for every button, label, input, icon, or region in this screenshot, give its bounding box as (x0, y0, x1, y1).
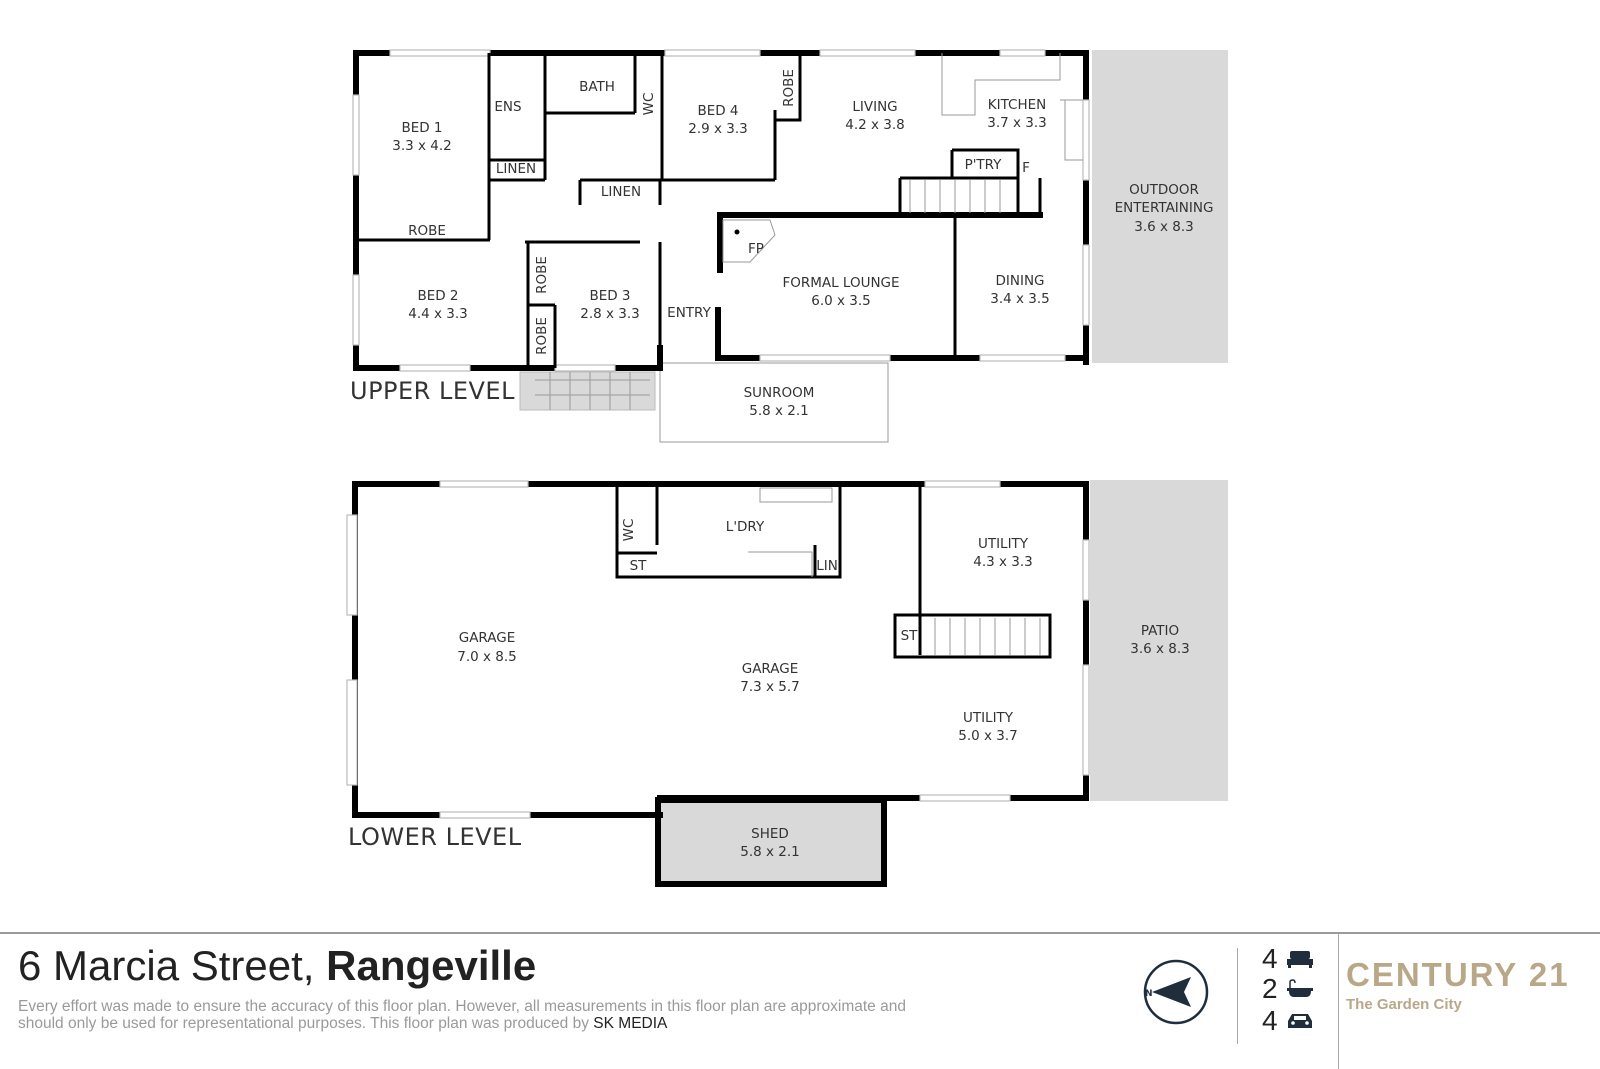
room-bed4-name: BED 4 (697, 103, 738, 119)
room-bed2-size: 4.4 x 3.3 (408, 306, 468, 322)
entry-steps (519, 371, 656, 411)
room-kitchen-size: 3.7 x 3.3 (987, 115, 1047, 131)
disclaimer: Every effort was made to ensure the accu… (18, 998, 908, 1032)
room-shed-size: 5.8 x 2.1 (740, 844, 800, 860)
room-bed1-name: BED 1 (401, 120, 442, 136)
room-pantry: P'TRY (965, 157, 1003, 173)
car-icon (1287, 1014, 1312, 1028)
room-bed2-robe: ROBE (534, 317, 550, 355)
room-bed1-robe: ROBE (408, 223, 446, 239)
room-shed-name: SHED (751, 826, 789, 842)
baths-stat: 2 (1262, 973, 1314, 1004)
bed-icon (1286, 951, 1313, 968)
room-utility1-size: 4.3 x 3.3 (973, 554, 1033, 570)
brand-name: CENTURY 21 (1346, 956, 1570, 993)
disclaimer-text: Every effort was made to ensure the accu… (18, 998, 906, 1032)
room-utility2-name: UTILITY (963, 710, 1014, 726)
room-lower-st2: ST (901, 628, 919, 644)
room-bed4-robe: ROBE (781, 69, 797, 107)
room-garage1-size: 7.0 x 8.5 (457, 649, 517, 665)
upper-level-plan: UPPER LEVEL BED 1 3.3 x 4.2 ENS BATH WC … (350, 49, 1228, 443)
room-garage2-name: GARAGE (742, 661, 799, 677)
room-living-name: LIVING (852, 99, 897, 115)
room-patio-name: PATIO (1141, 623, 1179, 639)
room-kitchen-name: KITCHEN (988, 97, 1047, 113)
room-dining-size: 3.4 x 3.5 (990, 291, 1050, 307)
sunroom-outline (659, 362, 889, 443)
room-lower-st1: ST (630, 558, 648, 574)
room-fridge: F (1022, 160, 1030, 176)
room-bed4-size: 2.9 x 3.3 (688, 121, 748, 137)
room-dining-name: DINING (995, 273, 1044, 289)
room-outdoor-size: 3.6 x 8.3 (1134, 219, 1194, 235)
room-ens: ENS (494, 99, 521, 115)
room-bed3-robe: ROBE (534, 256, 550, 294)
room-bed1-size: 3.3 x 4.2 (392, 138, 452, 154)
room-laundry: L'DRY (726, 519, 765, 535)
bath-icon (1286, 979, 1313, 997)
cars-count: 4 (1262, 1005, 1278, 1036)
patio-area (1090, 480, 1228, 801)
floor-plan: UPPER LEVEL BED 1 3.3 x 4.2 ENS BATH WC … (346, 49, 1228, 887)
beds-count: 4 (1262, 943, 1278, 974)
compass-icon: N (1143, 959, 1209, 1025)
producer-name: SK MEDIA (593, 1015, 668, 1032)
room-sunroom-size: 5.8 x 2.1 (749, 403, 809, 419)
footer: 6 Marcia Street, Rangeville Every effort… (0, 932, 1600, 1069)
footer-divider (1338, 934, 1339, 1069)
room-bed3-name: BED 3 (589, 288, 630, 304)
room-formal-lounge-name: FORMAL LOUNGE (782, 275, 899, 291)
fireplace-label: FP (748, 241, 764, 257)
room-utility2-size: 5.0 x 3.7 (958, 728, 1018, 744)
fireplace (722, 219, 776, 263)
room-utility1-name: UTILITY (978, 536, 1029, 552)
room-living-size: 4.2 x 3.8 (845, 117, 905, 133)
room-formal-lounge-size: 6.0 x 3.5 (811, 293, 871, 309)
address-street: 6 Marcia Street, (18, 942, 315, 989)
room-outdoor-name1: OUTDOOR (1129, 182, 1199, 198)
lower-level-plan: LOWER LEVEL WC ST L'DRY LIN UTILITY 4.3 … (346, 480, 1228, 887)
room-bed3-size: 2.8 x 3.3 (580, 306, 640, 322)
room-entry: ENTRY (667, 305, 711, 321)
brand-logo: CENTURY 21 The Garden City (1346, 956, 1570, 1013)
room-outdoor-name2: ENTERTAINING (1115, 200, 1214, 216)
address-suburb: Rangeville (326, 942, 537, 989)
room-bed2-name: BED 2 (417, 288, 458, 304)
compass-north-label: N (1145, 989, 1153, 999)
room-sunroom-name: SUNROOM (744, 385, 815, 401)
room-lower-wc: WC (621, 519, 637, 542)
baths-count: 2 (1262, 973, 1278, 1004)
room-lin: LIN (816, 558, 838, 574)
lower-level-label: LOWER LEVEL (348, 823, 522, 851)
brand-office: The Garden City (1346, 996, 1462, 1013)
upper-level-label: UPPER LEVEL (350, 377, 515, 405)
property-address: 6 Marcia Street, Rangeville (18, 942, 536, 990)
shed-area (655, 797, 887, 887)
room-bath: BATH (579, 79, 615, 95)
beds-stat: 4 (1262, 943, 1314, 974)
footer-divider (1237, 948, 1238, 1044)
room-patio-size: 3.6 x 8.3 (1130, 641, 1190, 657)
room-garage2-size: 7.3 x 5.7 (740, 679, 800, 695)
room-garage1-name: GARAGE (459, 630, 516, 646)
outdoor-entertaining-area (1092, 50, 1228, 363)
room-linen2: LINEN (601, 184, 641, 200)
room-wc: WC (641, 93, 657, 116)
room-linen1: LINEN (496, 161, 536, 177)
cars-stat: 4 (1262, 1005, 1314, 1036)
